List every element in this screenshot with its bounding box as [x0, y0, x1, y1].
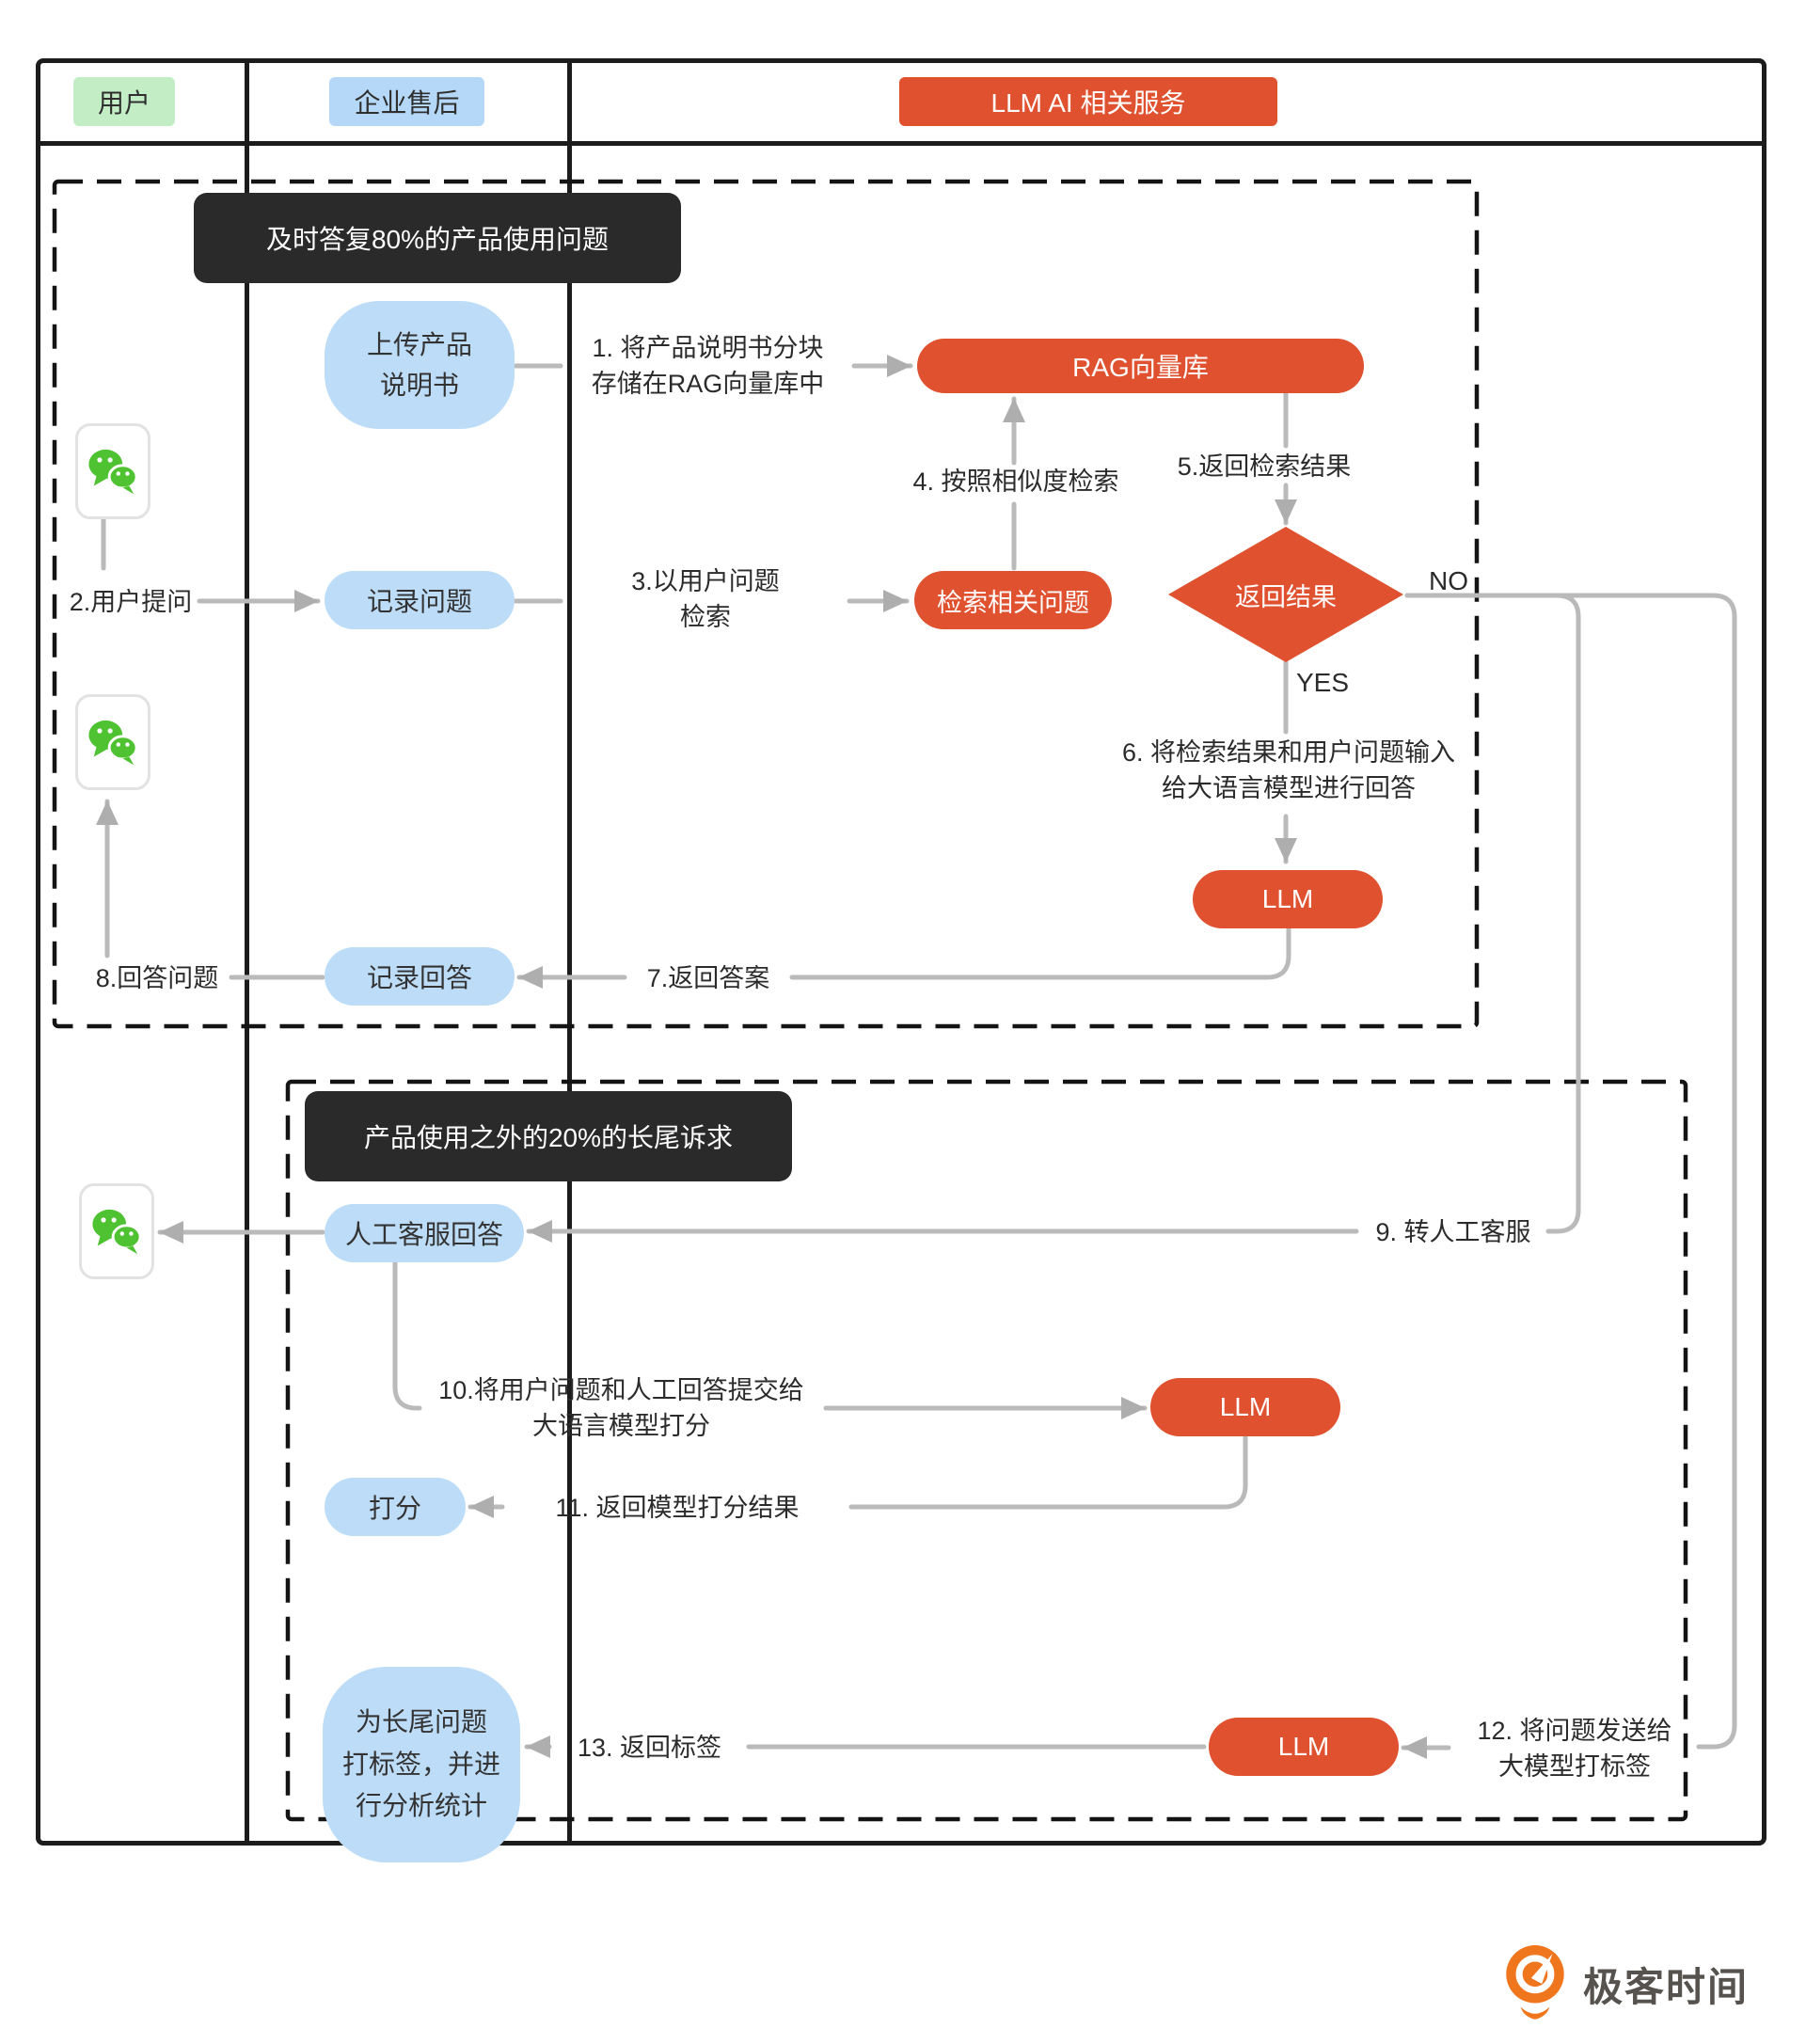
lane-divider-2 [567, 58, 572, 1846]
arrow-label-step8: 8.回答问题 [95, 964, 219, 992]
node-llm-tag: LLM [1209, 1718, 1399, 1776]
node-upload-manual: 上传产品 说明书 [325, 301, 515, 429]
node-llm-score: LLM [1150, 1378, 1340, 1436]
node-decision-return: 返回结果 [1168, 527, 1403, 662]
arrow-label-step7: 7.返回答案 [646, 964, 770, 992]
node-score: 打分 [325, 1478, 466, 1536]
node-tag-longtail: 为长尾问题 打标签，并进 行分析统计 [323, 1667, 520, 1862]
lane-header-aftersales: 企业售后 [329, 77, 484, 126]
arrow-label-step2: 2.用户提问 [69, 588, 193, 616]
wechat-icon [79, 1183, 154, 1279]
lane-header-llm-services: LLM AI 相关服务 [899, 77, 1277, 126]
arrow-label-step5: 5.返回检索结果 [1177, 452, 1352, 481]
decision-label: 返回结果 [1235, 582, 1337, 611]
node-human-answer: 人工客服回答 [325, 1204, 524, 1262]
arrow-label-step9: 9. 转人工客服 [1375, 1218, 1531, 1246]
arrow-label-step10: 10.将用户问题和人工回答提交给 大语言模型打分 [438, 1376, 804, 1440]
node-llm-answer: LLM [1193, 870, 1383, 928]
lane-header-user: 用户 [73, 77, 175, 126]
arrow-label-step4: 4. 按照相似度检索 [912, 467, 1119, 496]
header-divider [36, 141, 1766, 146]
section1-title: 及时答复80%的产品使用问题 [194, 193, 681, 283]
geektime-logo-icon [1506, 1945, 1564, 2020]
section2-title: 产品使用之外的20%的长尾诉求 [305, 1091, 792, 1181]
wechat-bubbles-icon [88, 720, 138, 766]
wechat-bubbles-icon [88, 449, 138, 495]
branch-label-no: NO [1429, 566, 1468, 595]
node-search-related: 检索相关问题 [914, 571, 1112, 629]
lane-divider-1 [245, 58, 249, 1846]
geektime-logo-text: 极客时间 [1583, 1964, 1750, 2009]
arrow-label-step12: 12. 将问题发送给 大模型打标签 [1477, 1717, 1672, 1781]
node-rag-store: RAG向量库 [917, 339, 1364, 393]
geektime-logo: 极客时间 [1502, 1943, 1749, 2024]
arrow-label-step13: 13. 返回标签 [577, 1734, 722, 1762]
arrow-label-step11: 11. 返回模型打分结果 [555, 1494, 800, 1522]
wechat-bubbles-icon [92, 1209, 142, 1255]
outer-frame [36, 58, 1766, 1846]
node-record-question: 记录问题 [325, 571, 515, 629]
arrow-label-step3: 3.以用户问题 检索 [631, 567, 780, 631]
wechat-icon [75, 423, 150, 519]
arrow-label-step6: 6. 将检索结果和用户问题输入 给大语言模型进行回答 [1121, 738, 1456, 802]
wechat-icon [75, 694, 150, 790]
branch-label-yes: YES [1296, 668, 1350, 697]
node-record-answer: 记录回答 [325, 947, 515, 1006]
arrow-label-step1: 1. 将产品说明书分块 存储在RAG向量库中 [591, 334, 825, 398]
